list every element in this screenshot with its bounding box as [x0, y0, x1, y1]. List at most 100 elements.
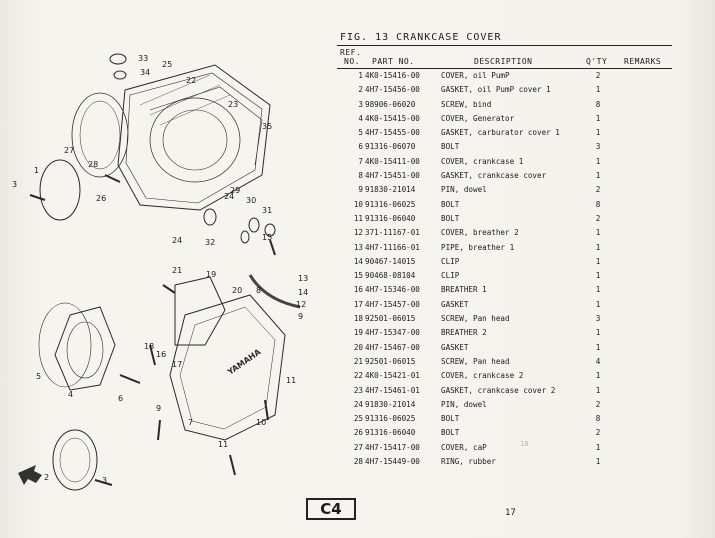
callout: 21	[172, 266, 182, 275]
ref-cell: 11	[353, 213, 363, 223]
ref-cell: 19	[353, 328, 363, 338]
part-number-cell: 4H7-15461-01	[365, 385, 420, 395]
description-cell: BREATHER 2	[441, 328, 487, 338]
part-number-cell: 91316-06070	[365, 142, 416, 152]
exploded-diagram: YAMAHA 33 34 25	[12, 53, 308, 491]
qty-cell: 4	[595, 356, 601, 366]
callout: 6	[118, 394, 123, 403]
cap-shape	[109, 53, 127, 65]
callout: 14	[298, 288, 308, 297]
part-number-cell: 91316-06040	[365, 428, 416, 438]
callout: 8	[256, 286, 261, 295]
part-number-cell: 4H7-15456-00	[365, 85, 420, 95]
description-cell: BOLT	[441, 414, 460, 424]
header-remarks: REMARKS	[624, 57, 662, 66]
callout: 9	[156, 404, 161, 413]
qty-cell: 8	[595, 414, 601, 424]
ghost-page-number: 18	[520, 440, 529, 448]
qty-cell: 2	[595, 213, 601, 223]
crankcase-cover-2-shape	[117, 64, 271, 211]
qty-cell: 1	[595, 128, 601, 138]
description-cell: RING, rubber	[441, 457, 496, 467]
description-cell: GASKET	[441, 299, 469, 309]
breather-shape	[174, 276, 226, 346]
ref-cell: 5	[358, 128, 363, 138]
description-cell: BOLT	[441, 428, 460, 438]
qty-cell: 1	[595, 385, 601, 395]
ref-cell: 3	[358, 99, 363, 109]
ref-cell: 14	[353, 256, 363, 266]
callout: 30	[246, 196, 256, 205]
description-cell: COVER, oil PumP	[441, 71, 510, 80]
qty-cell: 2	[595, 428, 601, 438]
qty-cell: 1	[595, 85, 601, 95]
qty-cell: 3	[595, 314, 601, 324]
ref-cell: 16	[353, 285, 363, 295]
ref-cell: 12	[353, 228, 363, 238]
part-number-cell: 371-11167-01	[365, 228, 420, 238]
part-number-cell: 92501-06015	[365, 356, 416, 366]
page-number: 17	[505, 508, 516, 518]
callout: 11	[286, 376, 296, 385]
qty-cell: 2	[595, 71, 601, 80]
qty-cell: 1	[595, 113, 601, 123]
qty-cell: 1	[595, 256, 601, 266]
callout: 9	[298, 312, 303, 321]
qty-cell: 1	[595, 457, 601, 467]
qty-cell: 1	[595, 371, 601, 381]
callout: 35	[262, 122, 272, 131]
callout: 10	[256, 418, 266, 427]
part-number-cell: 4K0-15411-00	[365, 156, 420, 166]
description-cell: COVER, caP	[441, 442, 487, 452]
callout: 24	[172, 236, 182, 245]
description-cell: COVER, crankcase 1	[441, 156, 524, 166]
part-number-cell: 4K0-15421-01	[365, 371, 420, 381]
callout: 7	[188, 418, 193, 427]
callout: 3	[102, 476, 107, 485]
callout: 11	[218, 440, 228, 449]
part-number-cell: 4K0-15416-00	[365, 71, 420, 80]
callout: 32	[205, 238, 215, 247]
part-number-cell: 4H7-15449-00	[365, 457, 420, 467]
ref-cell: 21	[353, 356, 363, 366]
ref-cell: 7	[358, 156, 363, 166]
ref-cell: 10	[353, 199, 363, 209]
figure-title: FIG. 13 CRANKCASE COVER	[340, 32, 502, 43]
callout: 26	[96, 194, 106, 203]
description-cell: BREATHER 1	[441, 285, 487, 295]
ref-cell: 28	[353, 457, 363, 467]
qty-cell: 1	[595, 442, 601, 452]
description-cell: COVER, breather 2	[441, 228, 519, 238]
part-number-cell: 91316-06040	[365, 213, 416, 223]
part-number-cell: 91316-06025	[365, 414, 416, 424]
callout: 20	[232, 286, 242, 295]
table-top-rule	[337, 45, 672, 46]
ref-cell: 18	[353, 314, 363, 324]
qty-cell: 1	[595, 285, 601, 295]
callout: 5	[36, 372, 41, 381]
description-cell: PIN, dowel	[441, 399, 487, 409]
part-number-cell: 4H7-15451-00	[365, 171, 420, 181]
header-ref-line1: REF.	[340, 48, 362, 57]
callout: 15	[262, 233, 272, 242]
callout: 28	[88, 160, 98, 169]
